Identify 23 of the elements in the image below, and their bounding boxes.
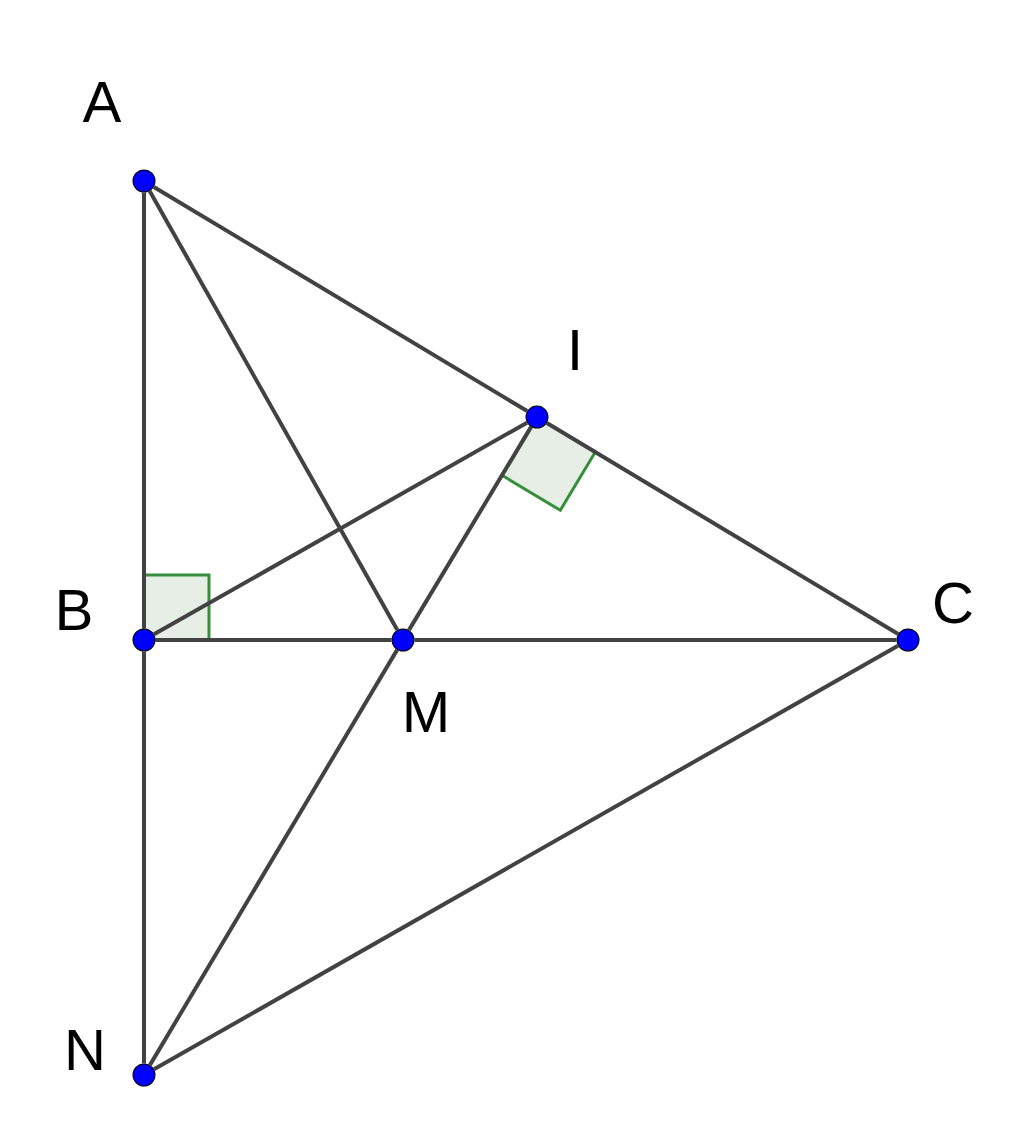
line-segment	[153, 420, 528, 637]
line-segment	[152, 185, 529, 413]
point-dot	[132, 628, 156, 652]
point-dot	[132, 169, 156, 193]
line-segment	[142, 651, 146, 1064]
point-label: C	[935, 582, 972, 624]
point-label: A	[82, 82, 122, 122]
line-segment	[545, 421, 900, 636]
point-label: N	[68, 1030, 102, 1070]
point-label: M	[406, 692, 446, 732]
point-dot	[896, 628, 920, 652]
point-dot	[525, 405, 549, 429]
line-segment	[414, 638, 897, 642]
point-dot	[391, 628, 415, 652]
point-label: I	[572, 330, 578, 370]
line-segment	[153, 643, 899, 1072]
line-segment	[148, 648, 399, 1067]
point-label: B	[59, 590, 91, 630]
line-segment	[142, 192, 146, 629]
line-segment	[147, 190, 400, 631]
line-segment	[155, 638, 392, 642]
point-dot	[132, 1063, 156, 1087]
line-segment	[407, 425, 533, 632]
